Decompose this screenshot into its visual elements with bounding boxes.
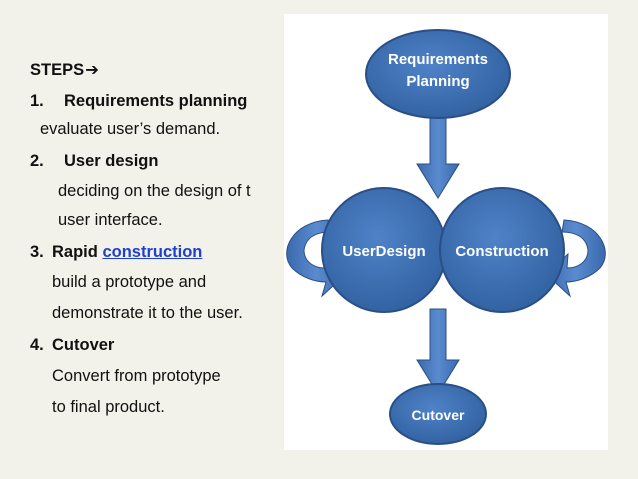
step-4-title: 4. Cutover xyxy=(30,336,114,355)
step-1-title: 1. Requirements planning xyxy=(30,92,247,111)
cutover-node xyxy=(389,383,487,445)
step-number: 4. xyxy=(30,336,44,354)
right-loop-arrow xyxy=(545,219,606,298)
step-3-title: 3. Rapid construction xyxy=(30,243,202,262)
step-number: 3. xyxy=(30,243,44,261)
requirements-planning-node xyxy=(365,29,511,119)
step-title: Cutover xyxy=(52,336,115,354)
step-number: 2. xyxy=(30,152,44,170)
step-title: Requirements planning xyxy=(64,92,248,110)
requirements-label-line1: Requirements xyxy=(388,51,488,68)
rad-diagram-panel: Requirements Planning UserDesign Constru… xyxy=(284,14,608,450)
rad-diagram: Requirements Planning UserDesign Constru… xyxy=(286,29,606,445)
step-4-desc-line2: to final product. xyxy=(52,398,165,416)
construction-label: Construction xyxy=(455,243,548,260)
user-design-label: UserDesign xyxy=(342,243,425,260)
step-2-desc-line1: deciding on the design of t xyxy=(58,182,251,200)
construction-link[interactable]: construction xyxy=(102,243,203,261)
step-1-desc: evaluate user’s demand. xyxy=(40,120,221,138)
step-title: Rapid xyxy=(52,243,98,261)
steps-text: STEPS➔ 1. Requirements planning evaluate … xyxy=(30,0,288,479)
step-2-desc-line2: user interface. xyxy=(58,211,163,229)
step-2-title: 2. User design xyxy=(30,152,158,171)
right-arrow-icon: ➔ xyxy=(85,61,99,79)
steps-header-label: STEPS xyxy=(30,61,85,79)
construction-node xyxy=(439,187,565,313)
requirements-label-line2: Planning xyxy=(406,73,469,90)
step-4-desc-line1: Convert from prototype xyxy=(52,367,221,385)
step-number: 1. xyxy=(30,92,44,110)
step-3-desc-line1: build a prototype and xyxy=(52,273,207,291)
step-3-desc-line2: demonstrate it to the user. xyxy=(52,304,243,322)
cutover-label: Cutover xyxy=(412,407,465,423)
step-title: User design xyxy=(64,152,159,170)
steps-header: STEPS➔ xyxy=(30,60,99,80)
arrow-down-bottom xyxy=(416,308,460,395)
